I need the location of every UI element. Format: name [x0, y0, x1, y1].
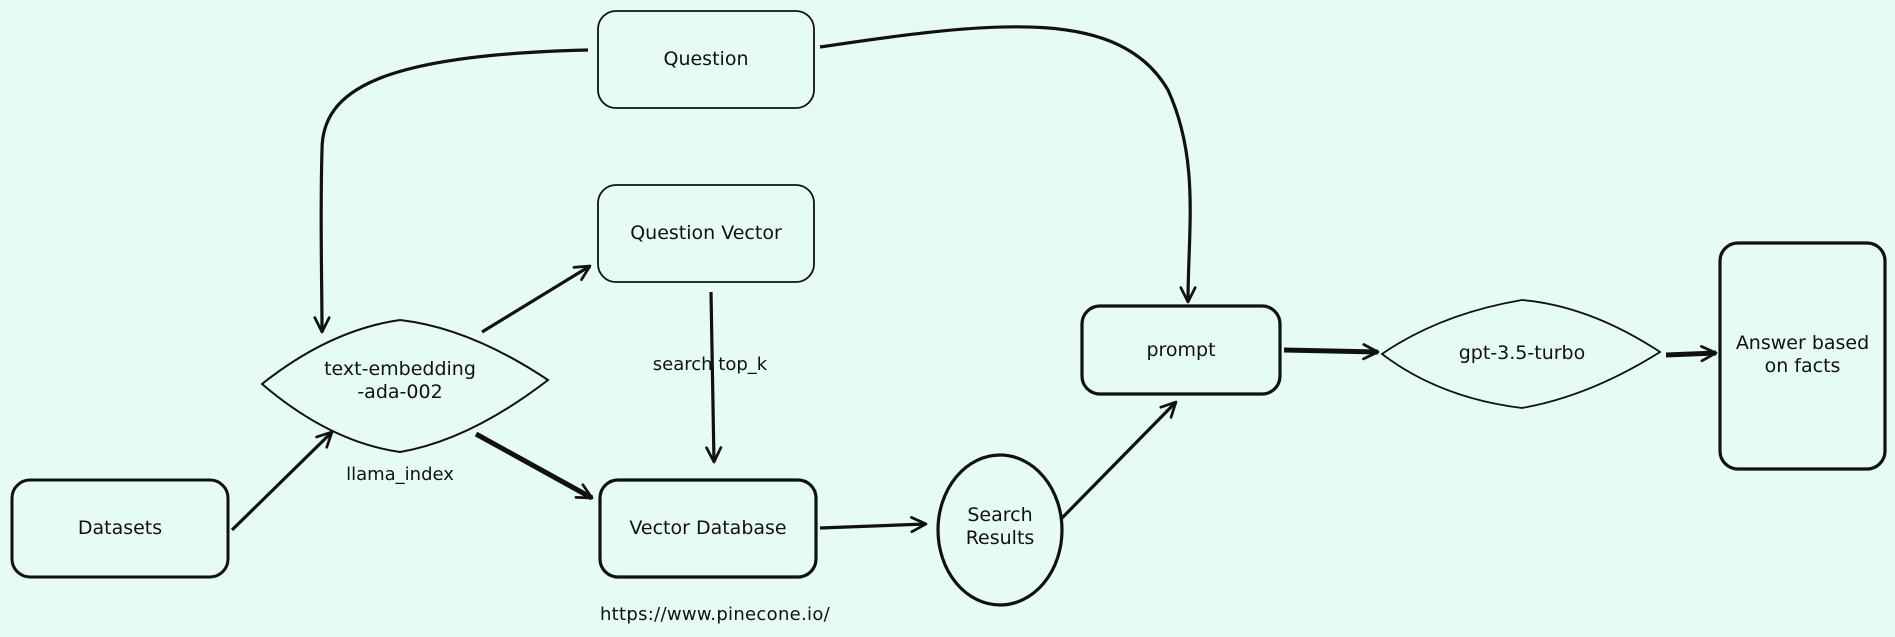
prompt-box — [1080, 304, 1282, 396]
edge-embedding-to-question-vector — [481, 264, 592, 334]
edge-model-to-answer — [1665, 345, 1718, 363]
pinecone-url-label: https://www.pinecone.io/ — [599, 604, 831, 625]
prompt-label: prompt — [1146, 339, 1216, 361]
answer-box — [1718, 241, 1887, 471]
embedding-label-line1: text-embedding — [324, 358, 476, 380]
answer-label-line2: on facts — [1764, 355, 1841, 377]
llama-index-label: llama_index — [346, 464, 454, 485]
edge-question-to-embedding — [313, 48, 589, 334]
edge-question-vector-to-vector-database — [705, 291, 723, 464]
search-results-label-line2: Results — [965, 527, 1035, 549]
question-label: Question — [663, 48, 749, 70]
edge-embedding-to-vector-database — [474, 431, 594, 501]
embedding-label-line2: -ada-002 — [357, 381, 443, 403]
edge-search-results-to-prompt — [1060, 400, 1178, 520]
search-results-label-line1: Search — [967, 504, 1033, 526]
question-box — [597, 10, 815, 109]
datasets-box — [10, 478, 230, 579]
search-top-k-label: search top_k — [652, 354, 768, 375]
answer-label-line1: Answer based — [1735, 332, 1870, 354]
question-vector-label: Question Vector — [630, 222, 782, 244]
embedding-diamond — [260, 318, 550, 454]
edge-question-to-prompt — [819, 25, 1197, 304]
edge-vector-database-to-search-results — [819, 515, 928, 534]
search-results-circle — [936, 453, 1064, 607]
question-vector-box — [597, 184, 815, 283]
vector-database-box — [598, 478, 818, 579]
vector-database-label: Vector Database — [629, 517, 787, 539]
model-diamond — [1380, 299, 1662, 409]
edge-datasets-to-embedding — [230, 430, 334, 532]
model-label: gpt-3.5-turbo — [1458, 342, 1586, 364]
edge-prompt-to-model — [1283, 343, 1380, 361]
datasets-label: Datasets — [77, 517, 163, 539]
